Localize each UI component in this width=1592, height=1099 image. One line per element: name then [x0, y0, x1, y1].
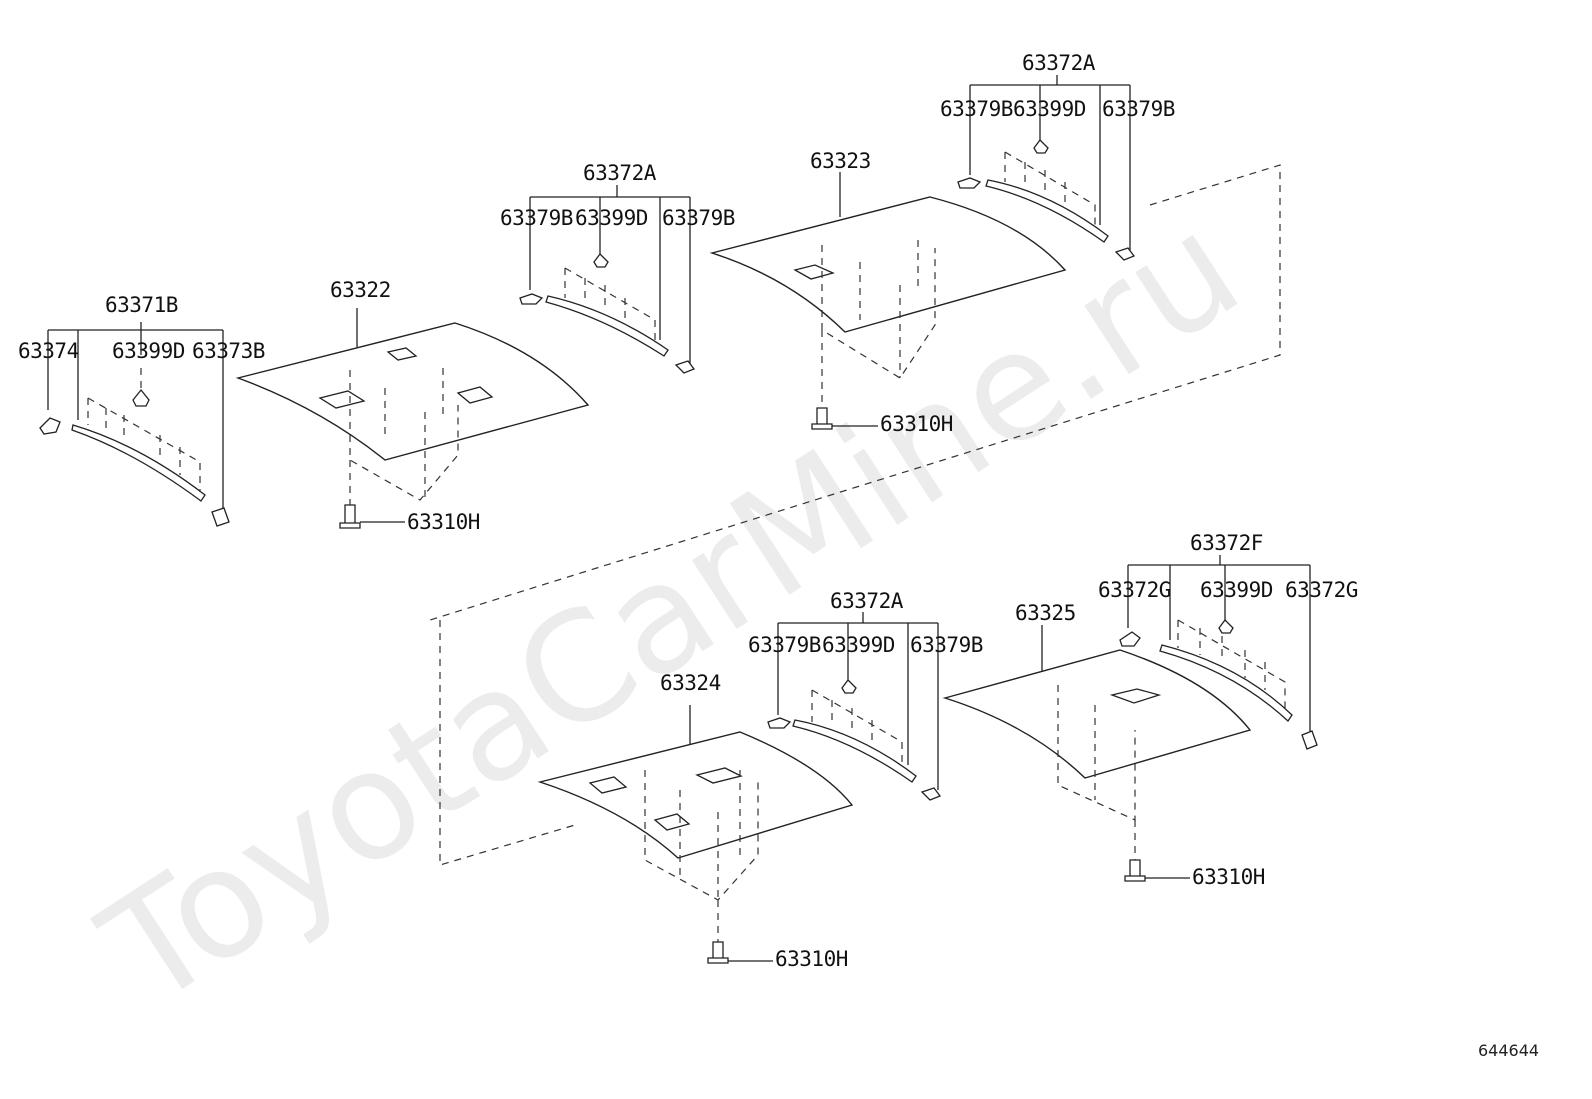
panel-63325: 63325 63310H	[942, 601, 1265, 889]
connector-frame-lower	[439, 620, 576, 866]
label-g1-group: 63371B	[105, 293, 178, 317]
label-p1-panel: 63322	[330, 278, 391, 302]
bolt-63310h-3	[707, 941, 729, 964]
watermark: ToyotaCarMine.ru	[74, 181, 1269, 1041]
rail-63371b	[71, 424, 206, 502]
label-g1-right: 63373B	[192, 339, 265, 363]
label-p2-bolt: 63310H	[880, 412, 953, 436]
label-g3-mid: 63399D	[1013, 97, 1086, 121]
label-g3-left: 63379B	[940, 97, 1013, 121]
label-p4-bolt: 63310H	[1192, 865, 1265, 889]
label-g5-group: 63372F	[1190, 531, 1263, 555]
bracket-63373b	[211, 507, 230, 527]
label-g2-left: 63379B	[500, 206, 573, 230]
group-63372a-1: 63372A 63379B 63399D 63379B	[500, 161, 735, 374]
page-number: 644644	[1478, 1041, 1539, 1060]
panel-63322: 63322 63310H	[235, 278, 590, 534]
group-63372a-3: 63372A 63379B 63399D 63379B	[748, 589, 983, 801]
nut-63399d	[132, 388, 150, 407]
label-p3-bolt: 63310H	[775, 947, 848, 971]
label-p3-panel: 63324	[660, 671, 721, 695]
label-g2-right: 63379B	[662, 206, 735, 230]
label-g3-right: 63379B	[1102, 97, 1175, 121]
bolt-63310h-2	[811, 407, 833, 430]
label-g4-right: 63379B	[910, 633, 983, 657]
clip-63374	[39, 417, 61, 435]
label-g4-left: 63379B	[748, 633, 821, 657]
label-g2-group: 63372A	[583, 161, 657, 185]
label-g5-left: 63372G	[1098, 578, 1171, 602]
group-63372a-2: 63372A 63379B 63399D 63379B	[940, 51, 1175, 261]
label-p2-panel: 63323	[810, 149, 871, 173]
label-p4-panel: 63325	[1015, 601, 1076, 625]
label-g5-mid: 63399D	[1200, 578, 1273, 602]
label-p1-bolt: 63310H	[407, 510, 480, 534]
bolt-63310h-4	[1124, 859, 1146, 882]
connector-frame-upper	[429, 164, 1281, 621]
label-g4-group: 63372A	[830, 589, 904, 613]
label-g1-mid: 63399D	[112, 339, 185, 363]
label-g4-mid: 63399D	[822, 633, 895, 657]
label-g5-right: 63372G	[1285, 578, 1358, 602]
group-63372f: 63372F 63372G 63399D 63372G	[1098, 531, 1358, 750]
panel-63323: 63323 63310H	[709, 149, 1067, 436]
label-g1-left: 63374	[18, 339, 79, 363]
group-63371b: 63371B 63374 63399D 63373B	[18, 293, 265, 527]
label-g2-mid: 63399D	[575, 206, 648, 230]
panel-63324: 63324 63310H	[537, 671, 854, 971]
bolt-63310h-1	[339, 504, 361, 529]
label-g3-group: 63372A	[1022, 51, 1096, 75]
